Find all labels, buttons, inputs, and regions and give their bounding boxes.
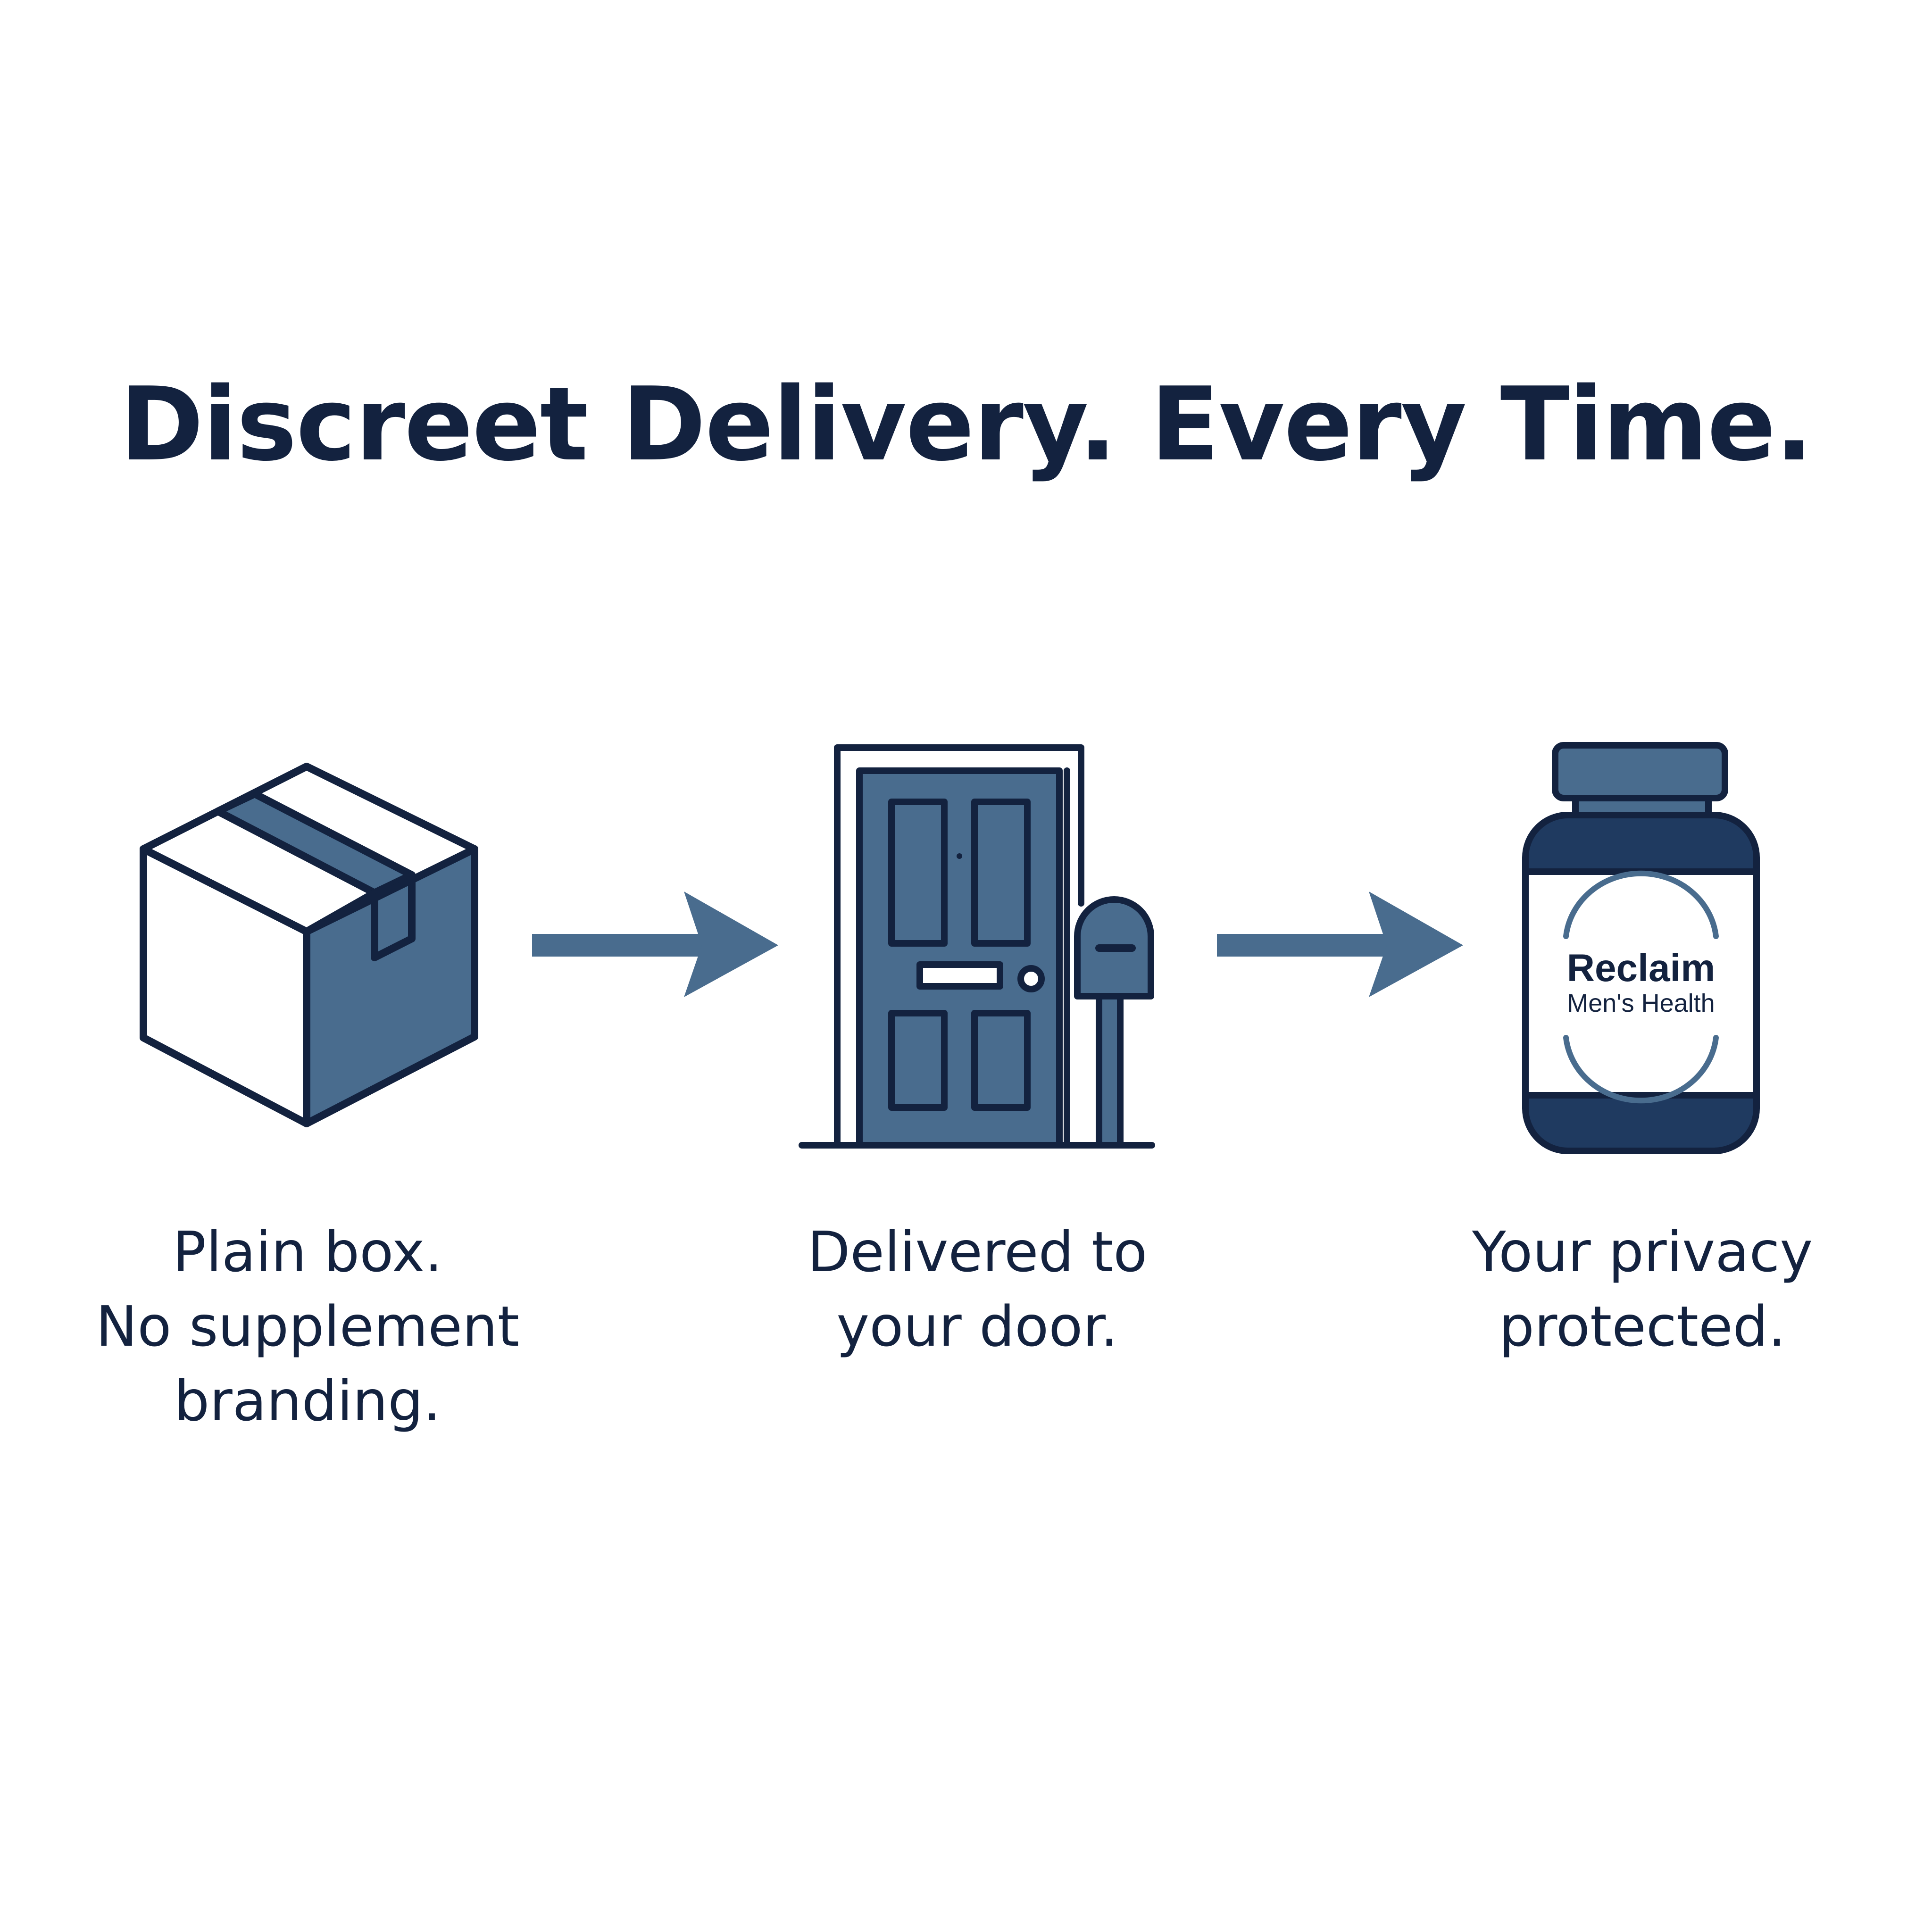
caption-line: protected. <box>1499 1294 1786 1359</box>
package-box-icon <box>140 763 478 1127</box>
step-caption-privacy: Your privacy protected. <box>1359 1215 1925 1364</box>
caption-line: Plain box. <box>172 1219 443 1284</box>
caption-line: Your privacy <box>1472 1219 1813 1284</box>
step-caption-delivered: Delivered to your door. <box>694 1215 1260 1364</box>
step-caption-plain-box: Plain box. No supplement branding. <box>25 1215 591 1438</box>
caption-line: Delivered to <box>807 1219 1148 1284</box>
caption-line: your door. <box>836 1294 1118 1359</box>
front-door-icon <box>799 744 1155 1149</box>
caption-line: No supplement <box>95 1294 520 1359</box>
bottle-subtitle-label: Men's Health <box>1567 989 1715 1017</box>
caption-line: branding. <box>174 1368 441 1433</box>
supplement-bottle-icon: Reclaim Men's Health <box>1522 742 1760 1154</box>
bottle-brand-label: Reclaim <box>1567 947 1715 990</box>
page-title: Discreet Delivery. Every Time. <box>119 365 1813 483</box>
arrow-right-icon <box>1217 891 1463 997</box>
arrow-right-icon <box>532 891 778 997</box>
